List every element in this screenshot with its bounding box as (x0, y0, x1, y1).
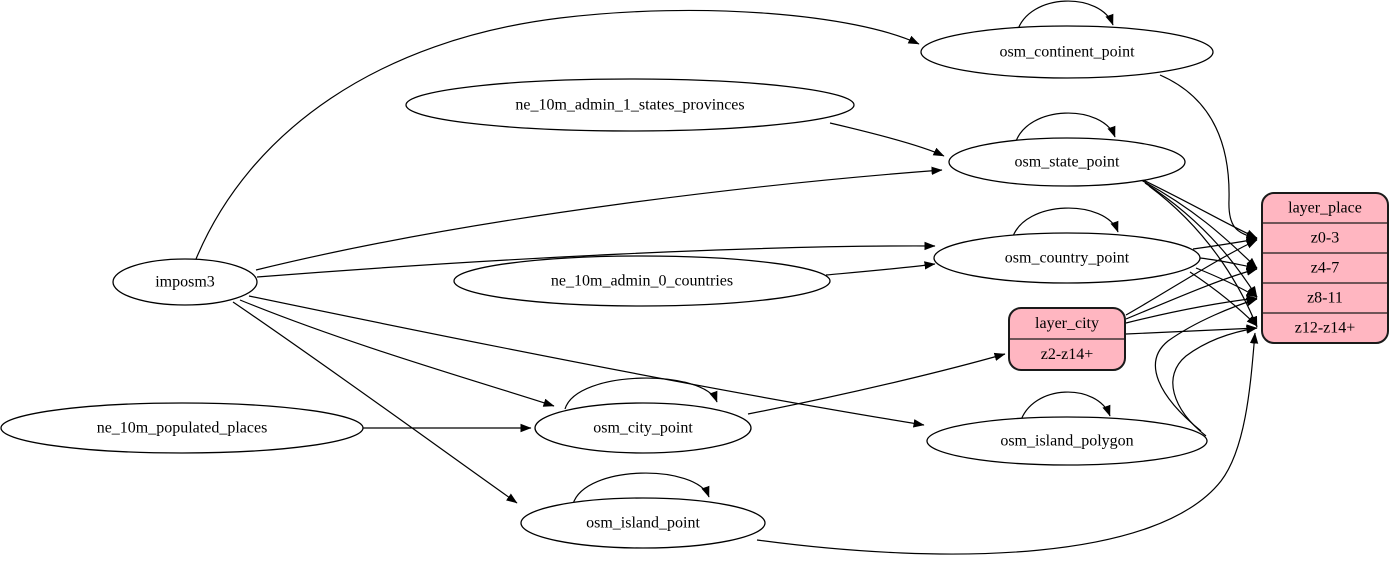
record-box-layer_place (1261, 192, 1389, 344)
edge-osm_city_point-to-layer_city-z2-z14+ (747, 352, 1006, 415)
node-ellipse-osm_island_point (520, 497, 766, 549)
edge-imposm3-to-osm_state_point (255, 166, 943, 271)
edge-osm_state_point-to-layer_place-z0-3 (1136, 176, 1258, 239)
node-label-ne_10m_populated_places: ne_10m_populated_places (97, 420, 268, 437)
self-loop-osm_island_polygon (1019, 391, 1111, 424)
node-osm_island_point: osm_island_point (520, 472, 766, 549)
node-ne_10m_admin_1_states_provinces: ne_10m_admin_1_states_provinces (405, 78, 855, 132)
node-osm_continent_point: osm_continent_point (920, 0, 1214, 79)
record-row-layer_place-z0-3: z0-3 (1311, 230, 1339, 247)
record-title-layer_place: layer_place (1288, 200, 1362, 217)
records-layer: layer_city z2-z14+ layer_place z0-3 z4-7 z8-1… (1008, 192, 1389, 371)
edge-imposm3-to-osm_country_point (256, 241, 936, 278)
node-ellipse-osm_continent_point (920, 25, 1214, 79)
edge-ne_10m_admin_0_countries-to-osm_country_point (825, 261, 936, 276)
node-osm_city_point: osm_city_point (534, 377, 752, 454)
self-loop-osm_city_point (564, 377, 718, 410)
node-label-ne_10m_admin_0_countries: ne_10m_admin_0_countries (551, 273, 733, 290)
edge-osm_island_polygon-to-layer_place-z12-z14+ (1172, 325, 1258, 437)
record-layer_place: layer_place z0-3 z4-7 z8-11 z12-z14+ (1261, 192, 1389, 344)
node-label-osm_continent_point: osm_continent_point (999, 44, 1135, 61)
edge-osm_continent_point-to-layer_place-z0-3 (1159, 74, 1258, 241)
record-title-layer_city: layer_city (1035, 315, 1099, 332)
edge-osm_country_point-to-layer_place-z8-11 (1195, 267, 1258, 298)
record-row-layer_place-z8-11: z8-11 (1307, 290, 1343, 307)
node-ne_10m_populated_places: ne_10m_populated_places (0, 402, 364, 454)
edge-osm_island_point-to-layer_place-z12-z14+ (756, 332, 1259, 555)
edge-osm_country_point-to-layer_place-z0-3 (1192, 236, 1258, 250)
node-ellipse-osm_island_polygon (926, 416, 1208, 466)
node-osm_state_point: osm_state_point (948, 112, 1186, 187)
edge-osm_island_polygon-to-layer_place-z8-11 (1154, 298, 1258, 432)
node-imposm3: imposm3 (112, 258, 258, 306)
edge-imposm3-to-osm_island_polygon (248, 295, 925, 428)
node-ne_10m_admin_0_countries: ne_10m_admin_0_countries (453, 255, 831, 307)
node-label-osm_island_polygon: osm_island_polygon (1000, 433, 1133, 450)
node-ellipse-ne_10m_admin_1_states_provinces (405, 78, 855, 132)
edge-layer_city-to-layer_place-z0-3 (1125, 239, 1258, 316)
record-row-layer_city-z2-z14+: z2-z14+ (1041, 346, 1094, 363)
nodes-layer: imposm3 ne_10m_admin_1_states_provincesne… (0, 0, 1214, 549)
self-loop-osm_country_point (1011, 207, 1119, 240)
edge-osm_country_point-to-layer_place-z4-7 (1199, 257, 1258, 271)
record-row-layer_place-z12-z14+: z12-z14+ (1295, 320, 1356, 337)
record-layer_city: layer_city z2-z14+ (1008, 307, 1126, 371)
node-label-osm_country_point: osm_country_point (1005, 250, 1130, 267)
node-label-ne_10m_admin_1_states_provinces: ne_10m_admin_1_states_provinces (515, 97, 744, 114)
node-label-osm_state_point: osm_state_point (1015, 154, 1120, 171)
node-ellipse-osm_city_point (534, 402, 752, 454)
edge-layer_city-to-layer_place-z12-z14+ (1125, 324, 1258, 335)
node-label-osm_city_point: osm_city_point (593, 420, 693, 437)
self-loop-osm_island_point (572, 472, 710, 505)
node-label-imposm3: imposm3 (155, 274, 215, 291)
node-osm_country_point: osm_country_point (933, 207, 1201, 284)
node-label-osm_island_point: osm_island_point (586, 515, 700, 532)
node-ellipse-osm_country_point (933, 232, 1201, 284)
node-ellipse-ne_10m_populated_places (0, 402, 364, 454)
edge-ne_10m_admin_1_states_provinces-to-osm_state_point (829, 122, 945, 157)
edge-osm_state_point-to-layer_place-z8-11 (1144, 182, 1258, 298)
edge-osm_state_point-to-layer_place-z12-z14+ (1148, 185, 1258, 328)
node-ellipse-osm_state_point (948, 137, 1186, 187)
edge-osm_state_point-to-layer_place-z4-7 (1140, 179, 1258, 269)
self-loop-osm_continent_point (1016, 0, 1114, 33)
edge-layer_city-to-layer_place-z8-11 (1125, 295, 1258, 324)
node-osm_island_polygon: osm_island_polygon (926, 391, 1208, 466)
self-loop-osm_state_point (1014, 112, 1116, 145)
edge-imposm3-to-osm_city_point (239, 299, 555, 407)
edge-layer_city-to-layer_place-z4-7 (1125, 267, 1258, 320)
edges-layer (195, 9, 1259, 555)
node-ellipse-ne_10m_admin_0_countries (453, 255, 831, 307)
edge-imposm3-to-osm_continent_point (195, 9, 920, 260)
node-ellipse-imposm3 (112, 258, 258, 306)
edge-imposm3-to-osm_island_point (232, 301, 518, 504)
record-row-layer_place-z4-7: z4-7 (1311, 260, 1339, 277)
